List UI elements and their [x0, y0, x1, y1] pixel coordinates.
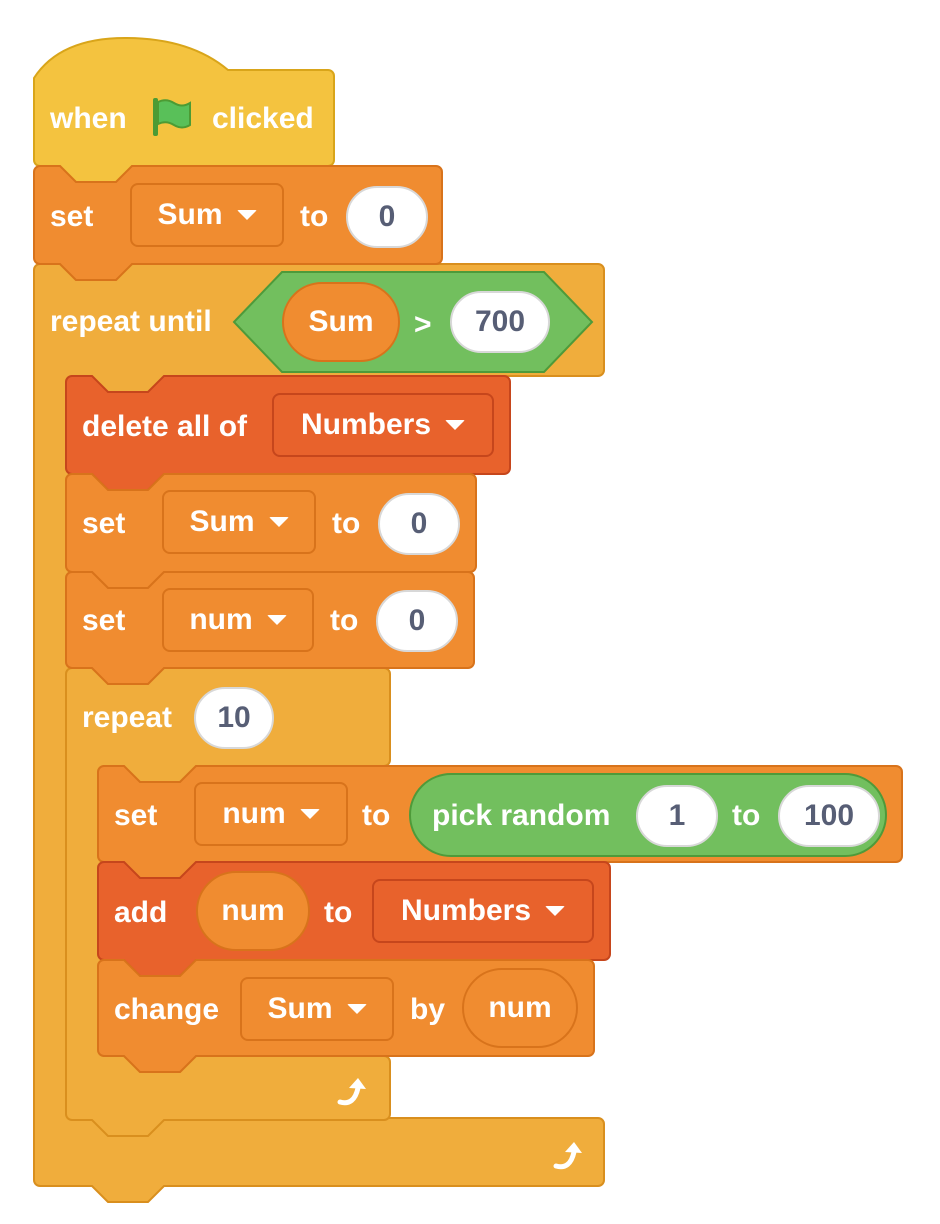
- variable-dropdown-num[interactable]: num: [194, 782, 348, 846]
- set-label: set: [82, 604, 126, 637]
- add-label: add: [114, 896, 168, 929]
- to-label: to: [362, 799, 391, 832]
- dropdown-value: Sum: [157, 198, 223, 231]
- value-input[interactable]: 0: [376, 590, 458, 652]
- threshold-input[interactable]: 700: [450, 291, 550, 353]
- greater-than-label: >: [414, 308, 432, 341]
- dropdown-value: Numbers: [300, 408, 432, 441]
- dropdown-value: Sum: [267, 992, 333, 1025]
- list-dropdown-numbers[interactable]: Numbers: [372, 879, 594, 943]
- to-label: to: [732, 799, 761, 832]
- loop-arrow-icon: [337, 1078, 366, 1106]
- caret-down-icon: [346, 1004, 367, 1014]
- variable-dropdown-num[interactable]: num: [162, 588, 314, 652]
- list-dropdown-numbers[interactable]: Numbers: [272, 393, 494, 457]
- to-label: to: [330, 604, 359, 637]
- clicked-label: clicked: [212, 102, 314, 135]
- delete-all-label: delete all of: [82, 410, 248, 443]
- to-label: to: [300, 200, 329, 233]
- loop-arrow-icon: [553, 1142, 582, 1170]
- caret-down-icon: [299, 809, 320, 819]
- variable-dropdown-sum[interactable]: Sum: [130, 183, 284, 247]
- sum-reporter[interactable]: Sum: [282, 282, 400, 362]
- caret-down-icon: [236, 210, 257, 220]
- pick-random-label: pick random: [432, 799, 611, 832]
- by-label: by: [410, 993, 446, 1026]
- dropdown-value: num: [222, 797, 286, 830]
- repeat-until-label: repeat until: [50, 305, 212, 338]
- to-label: to: [324, 896, 353, 929]
- caret-down-icon: [445, 420, 466, 430]
- to-label: to: [332, 507, 361, 540]
- dropdown-value: Numbers: [400, 894, 532, 927]
- variable-dropdown-sum[interactable]: Sum: [162, 490, 316, 554]
- set-label: set: [114, 799, 158, 832]
- change-label: change: [114, 993, 220, 1026]
- green-flag-icon: [153, 98, 191, 136]
- num-reporter[interactable]: num: [196, 871, 310, 951]
- dropdown-value: num: [189, 603, 253, 636]
- num-reporter[interactable]: num: [462, 968, 578, 1048]
- caret-down-icon: [266, 615, 287, 625]
- repeat-count-input[interactable]: 10: [194, 687, 274, 749]
- variable-dropdown-sum[interactable]: Sum: [240, 977, 394, 1041]
- value-input[interactable]: 0: [346, 186, 428, 248]
- random-to-input[interactable]: 100: [778, 785, 880, 847]
- dropdown-value: Sum: [189, 505, 255, 538]
- caret-down-icon: [268, 517, 289, 527]
- random-from-input[interactable]: 1: [636, 785, 718, 847]
- when-label: when: [50, 102, 127, 135]
- repeat-label: repeat: [82, 701, 173, 734]
- set-label: set: [50, 200, 94, 233]
- value-input[interactable]: 0: [378, 493, 460, 555]
- caret-down-icon: [545, 906, 566, 916]
- set-label: set: [82, 507, 126, 540]
